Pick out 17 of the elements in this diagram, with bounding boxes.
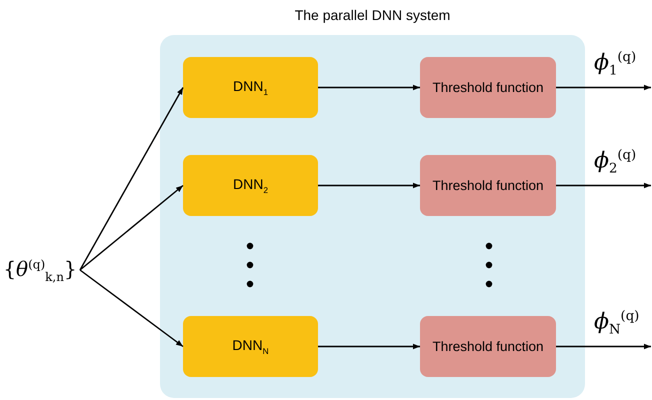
threshold-box: Threshold function: [420, 155, 556, 216]
arrow: [556, 344, 651, 350]
arrow: [318, 182, 420, 188]
arrow: [556, 84, 651, 90]
arrow: [80, 184, 184, 271]
panel-title: The parallel DNN system: [294, 7, 452, 23]
input-symbol: {θ$^{(q)}$$_{k,n}$}: [3, 258, 77, 284]
arrow: [318, 84, 420, 90]
dnn-box: DNN$_{2}$: [183, 155, 318, 216]
arrow: [556, 182, 651, 188]
arrow: [79, 87, 184, 270]
threshold-box: Threshold function: [420, 316, 556, 377]
dnn-box: DNN$_{N}$: [183, 316, 318, 377]
dnn-box: DNN$_{1}$: [183, 57, 318, 118]
threshold-box: Threshold function: [420, 57, 556, 118]
arrow: [318, 344, 420, 350]
arrow: [80, 269, 184, 348]
